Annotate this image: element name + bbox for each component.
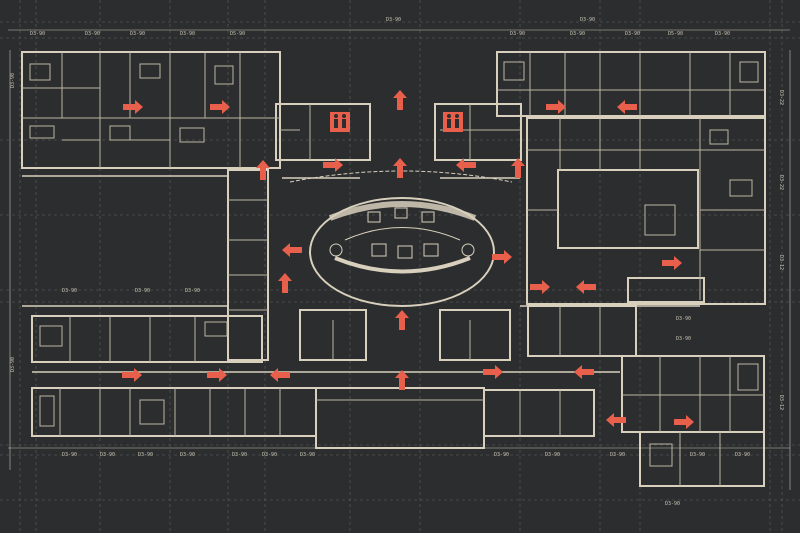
dimension-label: D5-90 xyxy=(668,31,683,37)
dimension-label: D3-12 xyxy=(778,255,784,270)
restroom-block-east xyxy=(434,103,522,161)
evacuation-arrow-icon xyxy=(207,368,227,382)
dimension-label: D3-22 xyxy=(778,90,784,105)
dimension-label: D3-90 xyxy=(676,336,691,342)
restroom-icon xyxy=(330,112,350,132)
dimension-labels-mid: D3-90 D3-90 D3-90 D3-90 D3-90 D3-90 xyxy=(62,288,691,507)
south-west-lower-wing xyxy=(31,387,317,437)
restroom-icon xyxy=(443,112,463,132)
dimension-labels-bottom: D3-90 D3-90 D3-90 D3-90 D3-90 D3-90 D3-9… xyxy=(62,452,750,458)
dimension-label: D3-90 xyxy=(545,452,560,458)
evacuation-arrow-icon xyxy=(576,280,596,294)
dimension-label: D3-90 xyxy=(232,452,247,458)
reception-counter xyxy=(334,256,471,274)
dimension-label: D3-90 xyxy=(180,452,195,458)
evacuation-arrow-icon xyxy=(574,365,594,379)
dimension-label: D3-90 xyxy=(510,31,525,37)
south-east-annex xyxy=(639,431,765,487)
dimension-label: D5-90 xyxy=(230,31,245,37)
evacuation-arrow-icon xyxy=(270,368,290,382)
dimension-label: D3-90 xyxy=(625,31,640,37)
dimension-label: D3-90 xyxy=(180,31,195,37)
east-wing xyxy=(526,117,766,305)
dimension-label: D3-90 xyxy=(262,452,277,458)
dimension-labels-top: D3-90 D3-90 D3-90 D3-90 D5-90 D3-90 D3-9… xyxy=(30,17,730,37)
dimension-label: D3-90 xyxy=(580,17,595,23)
dimension-label: D3-90 xyxy=(30,31,45,37)
south-room-b xyxy=(439,309,511,361)
north-west-wing xyxy=(21,51,281,169)
north-east-wing xyxy=(496,51,766,117)
corridor-lines xyxy=(22,175,700,373)
south-entrance xyxy=(315,387,485,449)
dimension-label: D3-90 xyxy=(10,73,16,88)
dimension-label: D3-90 xyxy=(676,316,691,322)
dimension-label: D3-90 xyxy=(135,288,150,294)
dimension-label: D3-90 xyxy=(300,452,315,458)
evacuation-arrow-icon xyxy=(122,368,142,382)
dimension-label: D3-22 xyxy=(778,175,784,190)
dimension-label: D3-90 xyxy=(130,31,145,37)
evacuation-arrows xyxy=(122,90,694,429)
dimension-label: D3-90 xyxy=(735,452,750,458)
dimension-label: D3-90 xyxy=(62,288,77,294)
south-east-upper-wing xyxy=(527,305,637,357)
dimension-label: D3-90 xyxy=(62,452,77,458)
dimension-label: D3-90 xyxy=(386,17,401,23)
dimension-label: D3-90 xyxy=(85,31,100,37)
evacuation-arrow-icon xyxy=(674,415,694,429)
evacuation-arrow-icon xyxy=(662,256,682,270)
east-hall xyxy=(557,169,699,249)
central-lobby xyxy=(289,170,513,307)
interior-partitions xyxy=(22,52,765,486)
evacuation-arrow-icon xyxy=(530,280,550,294)
dimension-label: D3-12 xyxy=(778,395,784,410)
dimension-label: D3-90 xyxy=(10,357,16,372)
dimension-label: D3-90 xyxy=(665,501,680,507)
south-west-upper-wing xyxy=(31,315,263,363)
south-east-wing xyxy=(621,355,765,433)
dimension-label: D3-90 xyxy=(185,288,200,294)
dimension-label: D3-90 xyxy=(494,452,509,458)
evacuation-arrow-icon xyxy=(483,365,503,379)
dimension-labels-left: D3-90 D3-90 xyxy=(10,73,16,372)
east-entry-room xyxy=(627,277,705,303)
west-corridor-wing xyxy=(227,169,269,361)
dimension-label: D3-90 xyxy=(570,31,585,37)
south-lobby-east xyxy=(483,389,595,437)
dimension-label: D3-90 xyxy=(138,452,153,458)
evacuation-arrow-icon xyxy=(393,158,407,178)
reception-desk-icon xyxy=(328,201,477,221)
evacuation-arrow-icon xyxy=(282,243,302,257)
dimension-label: D3-90 xyxy=(690,452,705,458)
evacuation-arrow-icon xyxy=(210,100,230,114)
building-walls xyxy=(21,51,766,487)
evacuation-arrow-icon xyxy=(123,100,143,114)
lobby-ring xyxy=(309,197,495,307)
evacuation-arrow-icon xyxy=(546,100,566,114)
evacuation-arrow-icon xyxy=(395,310,409,330)
dimension-labels-right: D3-22 D3-22 D3-12 D3-12 xyxy=(778,90,784,410)
dimension-label: D3-90 xyxy=(100,452,115,458)
restroom-block-west xyxy=(275,103,371,161)
dimension-label: D3-90 xyxy=(610,452,625,458)
dimension-label: D3-90 xyxy=(715,31,730,37)
evacuation-arrow-icon xyxy=(393,90,407,110)
evacuation-arrow-icon xyxy=(617,100,637,114)
